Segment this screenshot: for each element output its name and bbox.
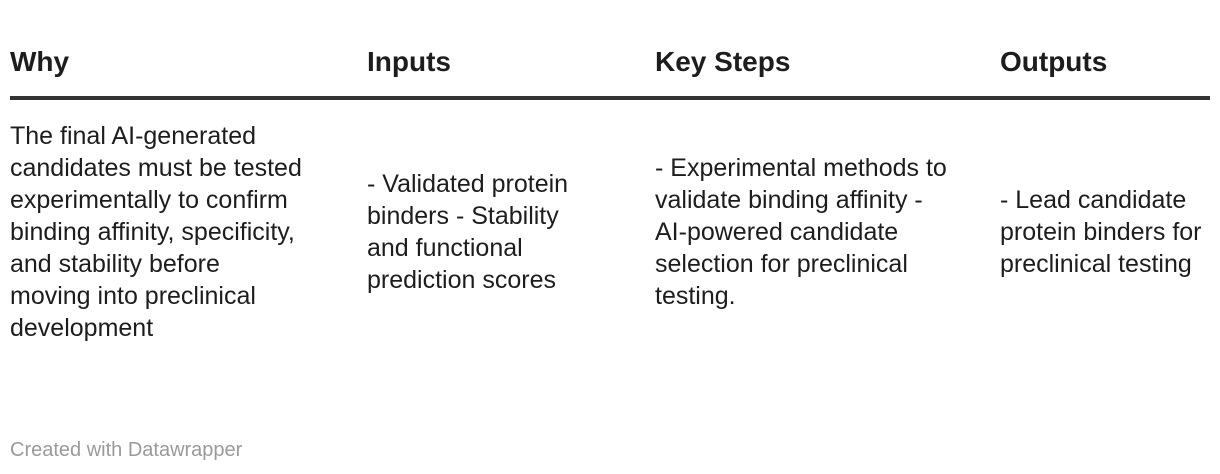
column-header-key-steps: Key Steps (655, 36, 1000, 100)
process-table-container: Why Inputs Key Steps Outputs The final A… (10, 36, 1210, 344)
datawrapper-credit: Created with Datawrapper (10, 439, 243, 461)
cell-outputs: - Lead candidate protein binders for pre… (1000, 186, 1202, 278)
table-row: The final AI-generated candidates must b… (10, 98, 1210, 344)
cell-inputs: - Validated protein binders - Stability … (367, 170, 569, 294)
column-header-why: Why (10, 36, 367, 100)
header-row: Why Inputs Key Steps Outputs (10, 36, 1210, 100)
table-header: Why Inputs Key Steps Outputs (10, 36, 1210, 100)
table-body: The final AI-generated candidates must b… (10, 98, 1210, 344)
cell-key-steps: - Experimental methods to validate bindi… (655, 154, 947, 310)
column-header-outputs: Outputs (1000, 36, 1210, 100)
column-header-inputs: Inputs (367, 36, 655, 100)
process-table: Why Inputs Key Steps Outputs The final A… (10, 36, 1210, 344)
cell-why: The final AI-generated candidates must b… (10, 122, 302, 342)
